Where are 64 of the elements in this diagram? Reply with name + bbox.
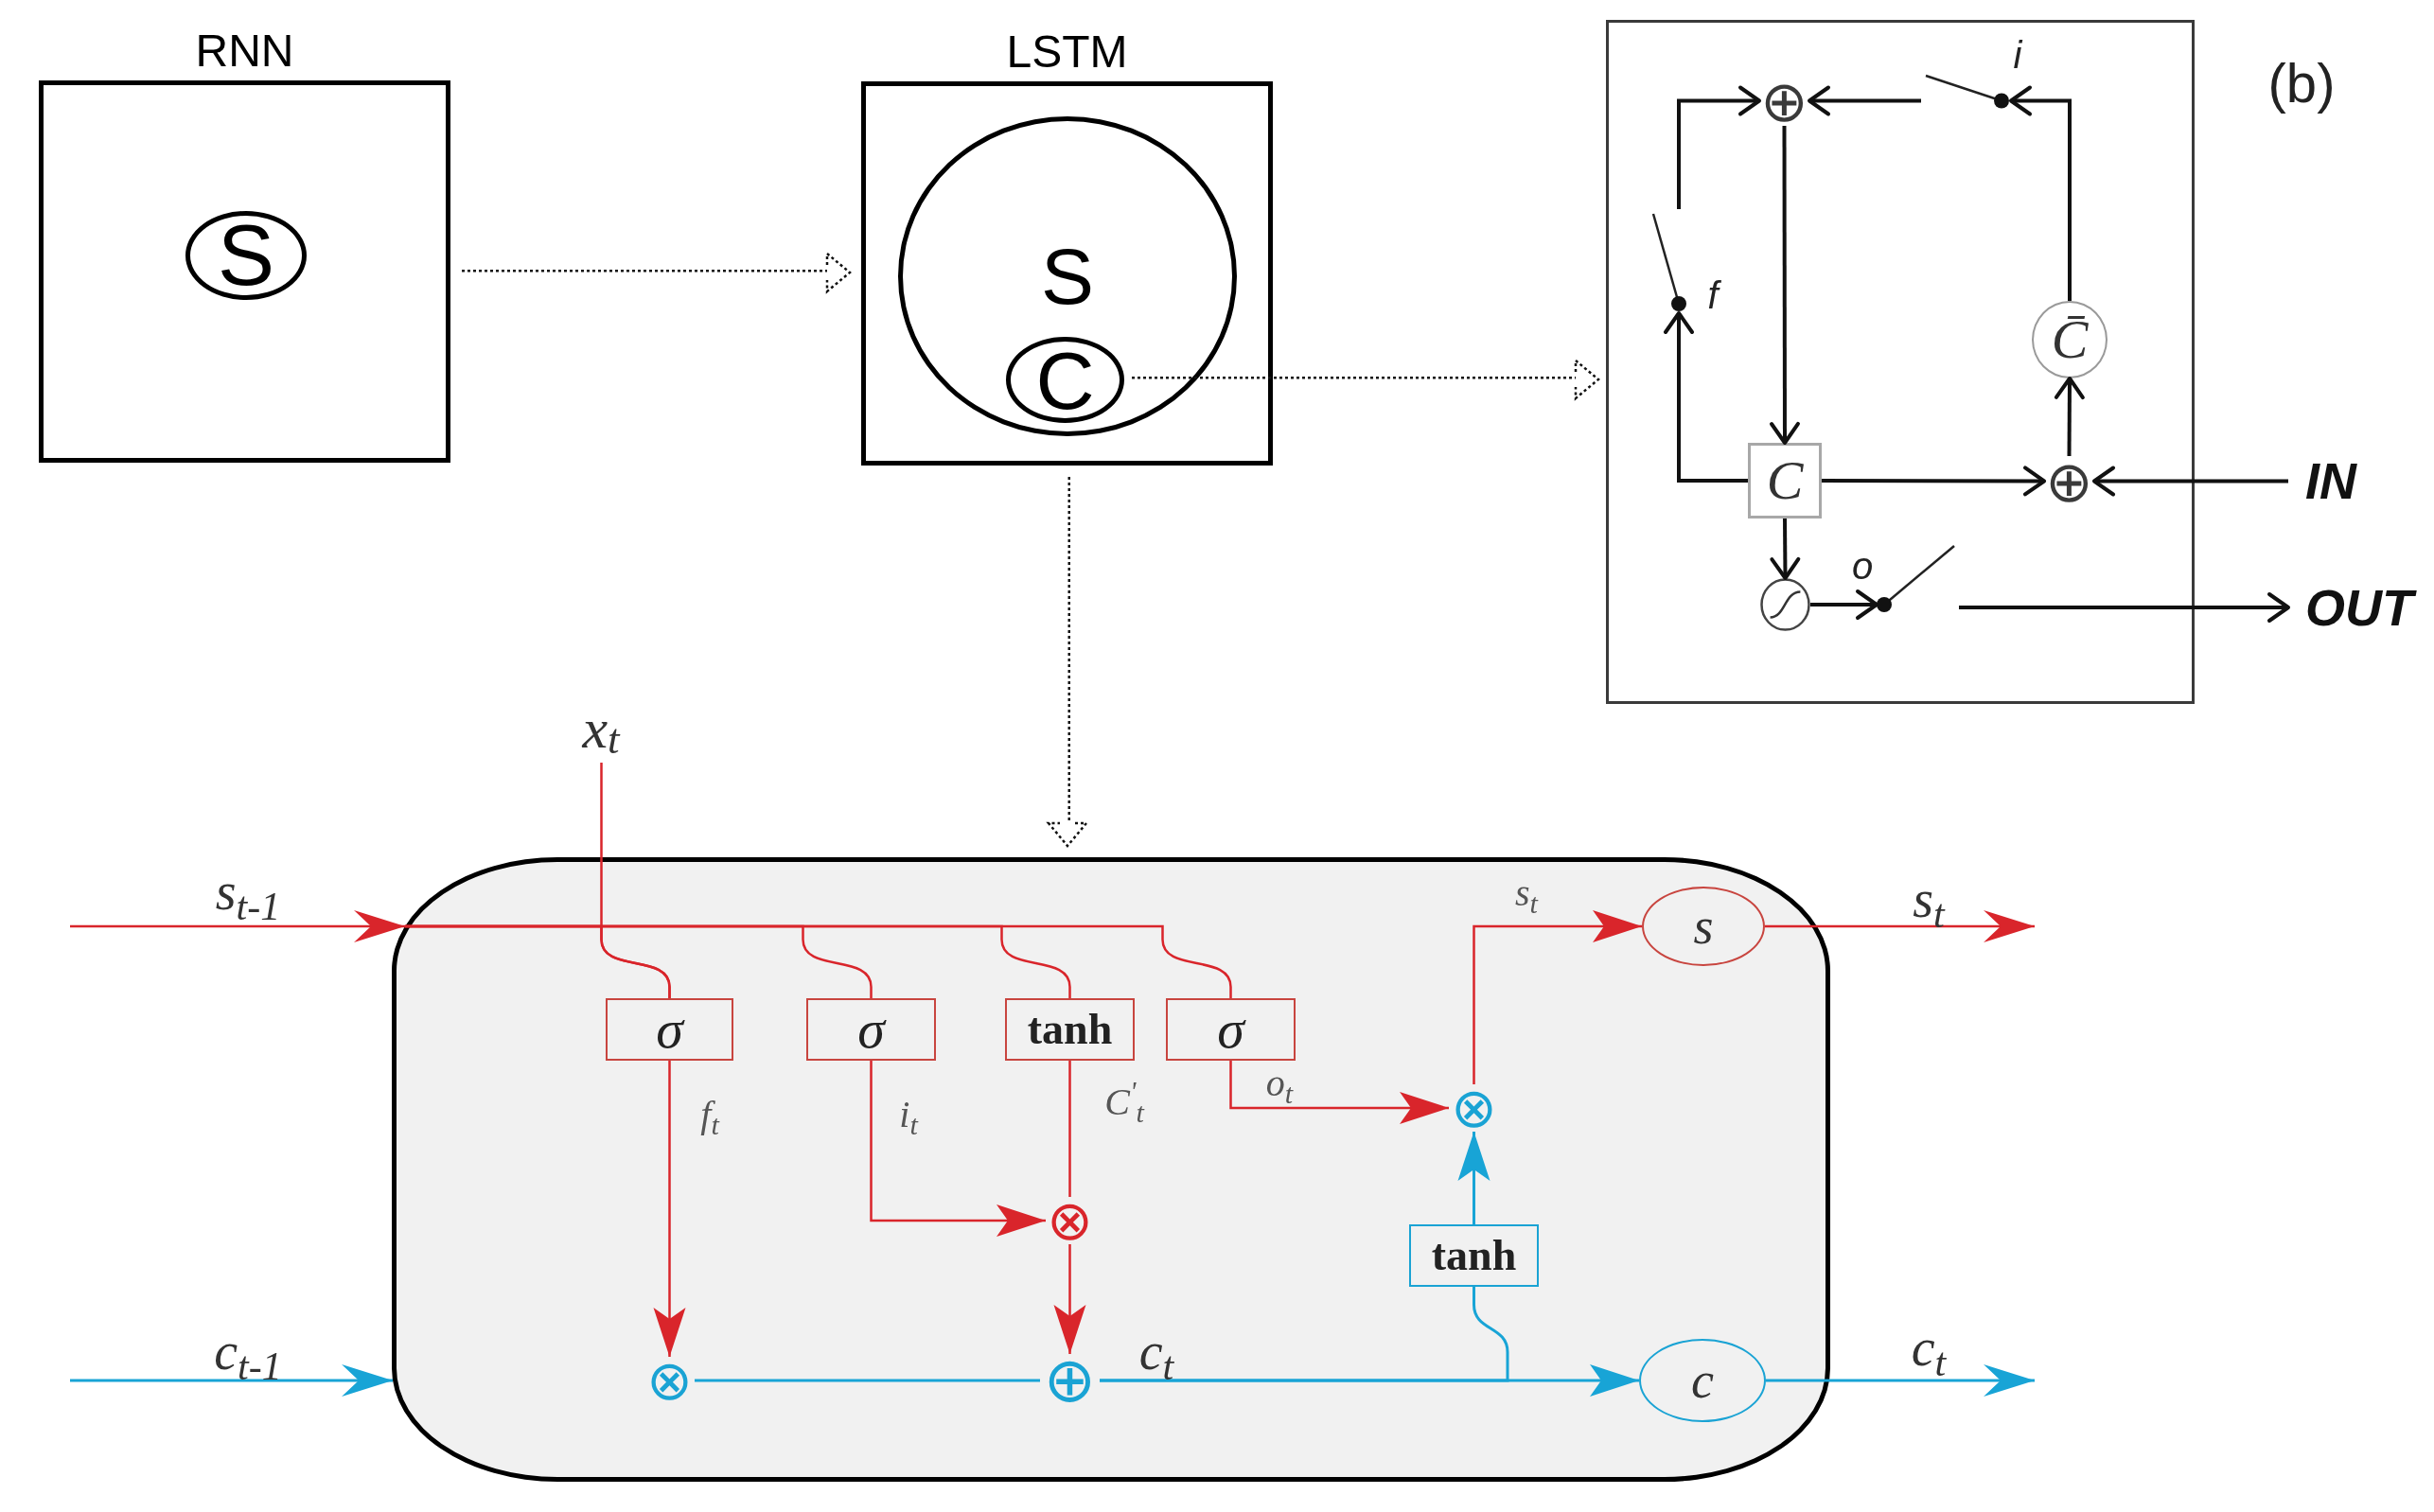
sigmoid-icon [1760, 578, 1810, 631]
sum-symbol: ⊕ [1759, 76, 1809, 126]
multiply-symbol: ⊗ [1449, 1084, 1499, 1132]
arrow [1959, 592, 2290, 623]
arrow [1473, 910, 1642, 1084]
function-box: tanh [1409, 1224, 1539, 1287]
letter-circle: c [1639, 1339, 1766, 1422]
large-circle [898, 116, 1237, 436]
edge-label: c$_{t-1}$ [214, 1325, 282, 1378]
panel-frame [1606, 20, 2195, 704]
arrow [1766, 1364, 2035, 1397]
edge-label: o$_{t}$ [1265, 1064, 1294, 1102]
arrow [1457, 1132, 1490, 1224]
letter-box: C [1748, 443, 1822, 519]
edge-label: s$_{t}$ [1515, 874, 1538, 912]
arrow [1677, 85, 1761, 209]
edge-label: f$_{t}$ [700, 1096, 719, 1134]
box-heading: RNN [195, 28, 294, 74]
rounded-box [392, 857, 1830, 1482]
arrow [653, 1061, 686, 1357]
function-box: tanh [1005, 998, 1135, 1061]
edge-label: s$_{t-1}$ [215, 865, 281, 918]
letter-circle: s [1642, 887, 1765, 966]
function-box: σ [806, 998, 936, 1061]
arrow [2009, 85, 2072, 301]
arrow [1808, 85, 1921, 116]
arrow [2054, 377, 2085, 456]
edge-label: s$_{t}$ [1913, 872, 1945, 925]
arrow [1229, 1061, 1449, 1124]
switch-label: o [1851, 547, 1874, 585]
connector-line [600, 763, 671, 998]
arrow [1769, 126, 1800, 445]
letter-circle: S [185, 211, 307, 300]
arrow [70, 910, 405, 942]
io-label: OUT [2305, 579, 2423, 636]
box-heading: LSTM [1006, 29, 1128, 75]
function-box: σ [1166, 998, 1296, 1061]
arrow [1053, 1244, 1086, 1354]
connector-line [1100, 1287, 1509, 1382]
edge-label: i$_{t}$ [899, 1096, 918, 1134]
edge-label: c$_{t}$ [1138, 1325, 1174, 1378]
switch-label: i [2013, 36, 2022, 74]
letter-circle: C̄ [2032, 301, 2108, 378]
letter-circle: C [1006, 337, 1124, 423]
edge-label: c$_{t}$ [1911, 1321, 1947, 1374]
arrow [70, 1364, 394, 1397]
arrow [870, 1061, 1046, 1237]
io-label: IN [2305, 452, 2373, 509]
arrow [1765, 910, 2035, 942]
arrow [2092, 466, 2288, 497]
arrow [1770, 519, 1801, 580]
function-box: σ [606, 998, 733, 1061]
connector-line [695, 1379, 1040, 1382]
connector-line [1068, 1061, 1071, 1197]
multiply-symbol: ⊗ [644, 1357, 695, 1404]
sum-symbol: ⊕ [1040, 1354, 1100, 1407]
multiply-symbol: ⊗ [1046, 1197, 1094, 1244]
input-label: x$_{t}$ [560, 694, 642, 763]
connector-line [405, 924, 1232, 998]
arrow [1810, 589, 1878, 620]
arrow [1664, 311, 1748, 483]
circle-letter: S [1041, 237, 1094, 316]
arrow [1822, 466, 2046, 497]
sum-symbol: ⊕ [2044, 456, 2094, 506]
